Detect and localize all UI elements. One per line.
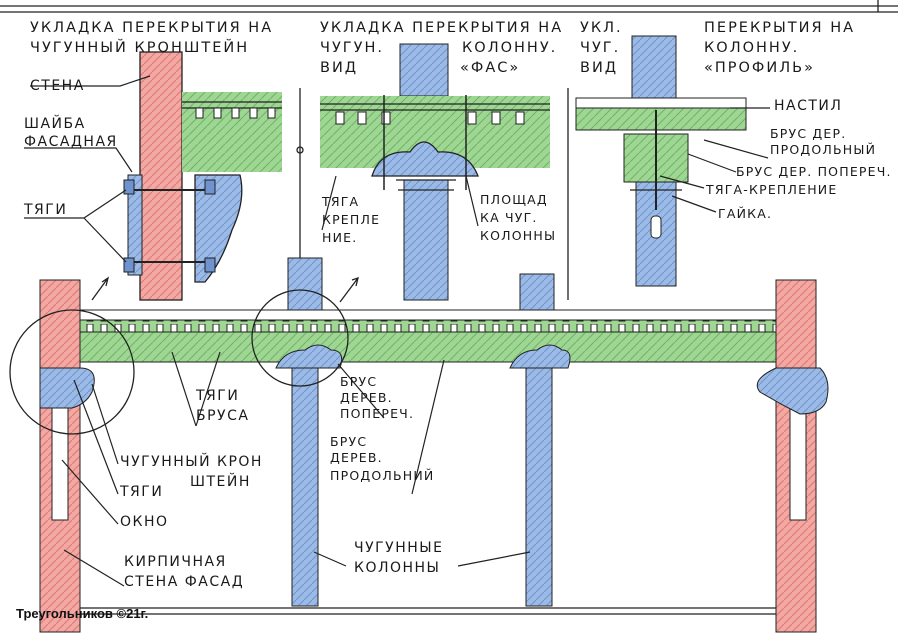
decking <box>575 97 747 109</box>
label-rod-fastening-1: ТЯГА <box>321 194 359 209</box>
label-columns-1: ЧУГУННЫЕ <box>354 540 443 556</box>
nut-shape <box>204 257 216 273</box>
label-cast-bracket-2: ШТЕЙН <box>190 472 251 490</box>
main-beam <box>79 331 777 363</box>
title-front-line4: ВИД <box>320 60 358 76</box>
cast-column <box>291 367 319 607</box>
joist-row <box>195 107 276 119</box>
label-beam-rods-2: БРУСА <box>196 408 249 424</box>
label-rods-top: ТЯГИ <box>23 202 67 218</box>
window <box>51 399 69 521</box>
column-capital <box>275 344 343 369</box>
cast-bracket-shape <box>194 174 243 283</box>
lower-column <box>403 179 449 301</box>
label-washer-2: ФАСАДНАЯ <box>24 134 118 150</box>
label-rod-fastening-3: НИЕ. <box>322 230 357 245</box>
label-brick-wall-2: СТЕНА ФАСАД <box>124 574 244 590</box>
label-washer-1: ШАЙБА <box>24 114 86 132</box>
detail-callout-circle <box>9 309 135 435</box>
title-profile-line3: ВИД <box>580 60 618 76</box>
label-beam-cross-3: ПОПЕРЕЧ. <box>340 406 414 421</box>
title-profile-line1: УКЛ. <box>580 20 623 36</box>
title-profile-line4: ПЕРЕКРЫТИЯ НА <box>704 20 855 36</box>
label-beam-long-3: ПРОДОЛЬНИЙ <box>330 468 434 483</box>
label-rod-fastening-2: КРЕПЛЕ <box>322 212 380 227</box>
label-window: ОКНО <box>120 514 169 530</box>
title-bracket-line1: УКЛАДКА ПЕРЕКРЫТИЯ НА <box>30 20 273 36</box>
detail-bracket <box>123 51 304 301</box>
title-front-line2: ЧУГУН. <box>320 40 384 56</box>
label-beam-long-top-2: ПРОДОЛЬНЫЙ <box>770 142 876 157</box>
label-beam-cross-2: ДЕРЕВ. <box>340 390 393 405</box>
title-profile-line5: КОЛОННУ. <box>704 40 799 56</box>
title-front-line3: КОЛОННУ. <box>462 40 557 56</box>
title-front-line5: «ФАС» <box>460 60 520 76</box>
decking <box>79 309 777 321</box>
title-profile-line6: «ПРОФИЛЬ» <box>704 60 815 76</box>
wall-section <box>140 52 182 300</box>
label-column-pad-2: КА ЧУГ. <box>480 210 538 225</box>
floor-beam-section <box>182 92 282 172</box>
label-rods-bottom: ТЯГИ <box>119 484 163 500</box>
title-front-line1: УКЛАДКА ПЕРЕКРЫТИЯ НА <box>320 20 563 36</box>
detail-callout-circle <box>251 289 349 387</box>
title-profile-line2: ЧУГ. <box>580 40 620 56</box>
label-column-pad-3: КОЛОННЫ <box>480 228 556 243</box>
label-brick-wall-1: КИРПИЧНАЯ <box>124 554 227 570</box>
label-beam-cross-1: БРУС <box>340 374 377 389</box>
window <box>789 399 807 521</box>
upper-column <box>399 43 449 97</box>
detail-column-profile <box>575 35 747 287</box>
upper-column <box>631 35 677 101</box>
leader-lines <box>24 75 770 587</box>
joist-row <box>79 319 777 333</box>
label-columns-2: КОЛОННЫ <box>354 560 440 576</box>
upper-column <box>519 273 555 311</box>
label-beam-long-top-1: БРУС ДЕР. <box>770 126 846 141</box>
facade-washer <box>127 174 143 276</box>
label-rod-fastening-profile: ТЯГА-КРЕПЛЕНИЕ <box>705 182 837 197</box>
titles: УКЛАДКА ПЕРЕКРЫТИЯ НА ЧУГУННЫЙ КРОНШТЕЙН… <box>30 20 855 76</box>
column-capital <box>371 141 479 177</box>
longitudinal-beam <box>575 107 747 131</box>
title-bracket-line2: ЧУГУННЫЙ КРОНШТЕЙН <box>30 38 249 56</box>
label-beam-long-2: ДЕРЕВ. <box>330 450 383 465</box>
label-nut: ГАЙКА. <box>718 206 772 221</box>
detail-column-front <box>320 43 569 301</box>
label-decking: НАСТИЛ <box>774 98 842 114</box>
top-frame <box>0 0 898 13</box>
joist-row <box>335 111 525 125</box>
label-beam-long-1: БРУС <box>330 434 367 449</box>
main-elevation <box>9 257 829 633</box>
nut-shape <box>123 257 135 273</box>
labels: СТЕНА ШАЙБА ФАСАДНАЯ ТЯГИ ТЯГА КРЕПЛЕ НИ… <box>23 78 892 590</box>
column-capital <box>509 344 571 369</box>
nut-shape <box>123 179 135 195</box>
label-column-pad-1: ПЛОЩАД <box>480 192 548 207</box>
label-wall: СТЕНА <box>30 78 85 94</box>
upper-column <box>287 257 323 311</box>
label-beam-rods-1: ТЯГИ <box>195 388 239 404</box>
right-bracket <box>756 367 829 415</box>
author-credit: Треугольников ©21г. <box>16 606 148 621</box>
cast-column <box>525 367 553 607</box>
label-beam-cross-top: БРУС ДЕР. ПОПЕРЕЧ. <box>736 164 892 179</box>
nut-shape <box>204 179 216 195</box>
left-bracket <box>39 367 95 409</box>
label-cast-bracket-1: ЧУГУННЫЙ КРОН <box>120 452 263 470</box>
